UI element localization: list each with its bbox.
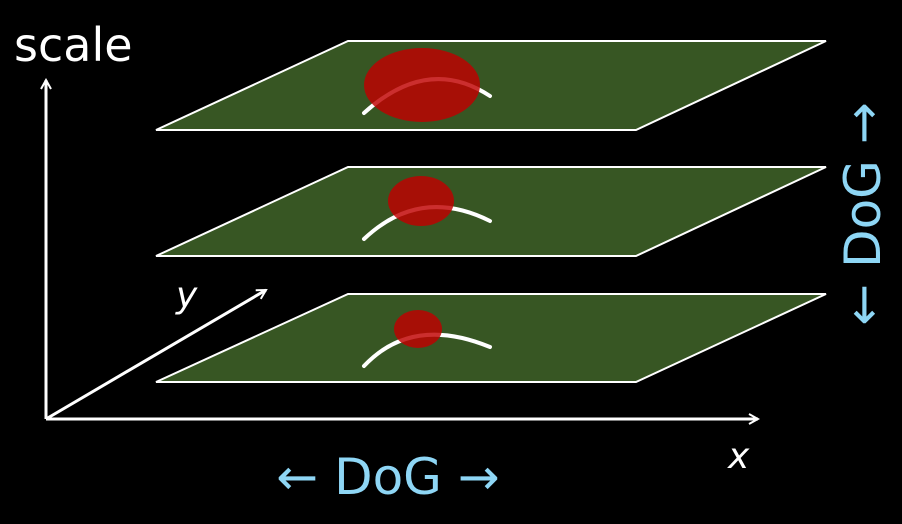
plane-middle-surface [155,166,827,257]
plane-bottom-blob [394,310,442,348]
y-axis [45,288,266,421]
dog-horizontal-label: ← DoG → [276,448,499,506]
plane-bottom [155,293,827,383]
dog-vertical-label: ← DoG → [834,102,892,325]
scale-axis-label: scale [14,18,133,72]
y-axis-label: y [175,275,198,316]
plane-top-blob [364,48,480,122]
plane-middle [155,166,827,257]
plane-top-surface [155,40,827,131]
x-axis-label: x [727,436,750,477]
axes [46,80,758,419]
plane-top [155,40,827,131]
plane-bottom-surface [155,293,827,383]
plane-middle-blob [388,176,454,226]
